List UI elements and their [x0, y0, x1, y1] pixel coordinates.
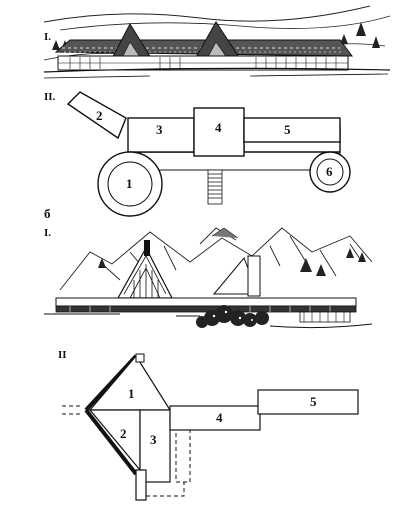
- section-b-plan: II 1 2 3 4 5: [58, 349, 359, 501]
- section-a-elevation: I.: [43, 5, 391, 79]
- room-1: [107, 161, 153, 207]
- section-b-plan-label: II: [58, 349, 67, 361]
- room-5: [243, 117, 341, 143]
- room-b-label-3: 3: [150, 432, 157, 447]
- room-b-4: [169, 405, 261, 431]
- lower-corridor: [135, 469, 147, 501]
- room-label-2: 2: [96, 108, 103, 123]
- section-a-plan: II. 2 3 4 5 1 6: [44, 91, 351, 217]
- room-b-label-4: 4: [216, 410, 223, 425]
- room-2: [66, 91, 127, 140]
- room-b-1: [88, 354, 172, 411]
- room-b-label-2: 2: [120, 426, 127, 441]
- room-b-label-1: 1: [128, 386, 135, 401]
- section-b-letter: б: [44, 206, 51, 221]
- room-b-2: [88, 409, 141, 472]
- section-b-elevation: б I.: [44, 206, 373, 329]
- section-a-elevation-label: I.: [44, 31, 51, 43]
- room-b-5: [257, 389, 359, 415]
- room-b-label-5: 5: [310, 394, 317, 409]
- chimney: [135, 353, 145, 363]
- section-a-plan-label: II.: [44, 91, 56, 103]
- room-label-3: 3: [156, 122, 163, 137]
- room-label-5: 5: [284, 122, 291, 137]
- room-6: [316, 158, 344, 186]
- room-label-6: 6: [326, 164, 333, 179]
- entrance-stairs: [207, 169, 223, 205]
- room-label-1: 1: [126, 176, 133, 191]
- room-label-4: 4: [215, 120, 222, 135]
- section-b-elevation-label: I.: [44, 227, 51, 239]
